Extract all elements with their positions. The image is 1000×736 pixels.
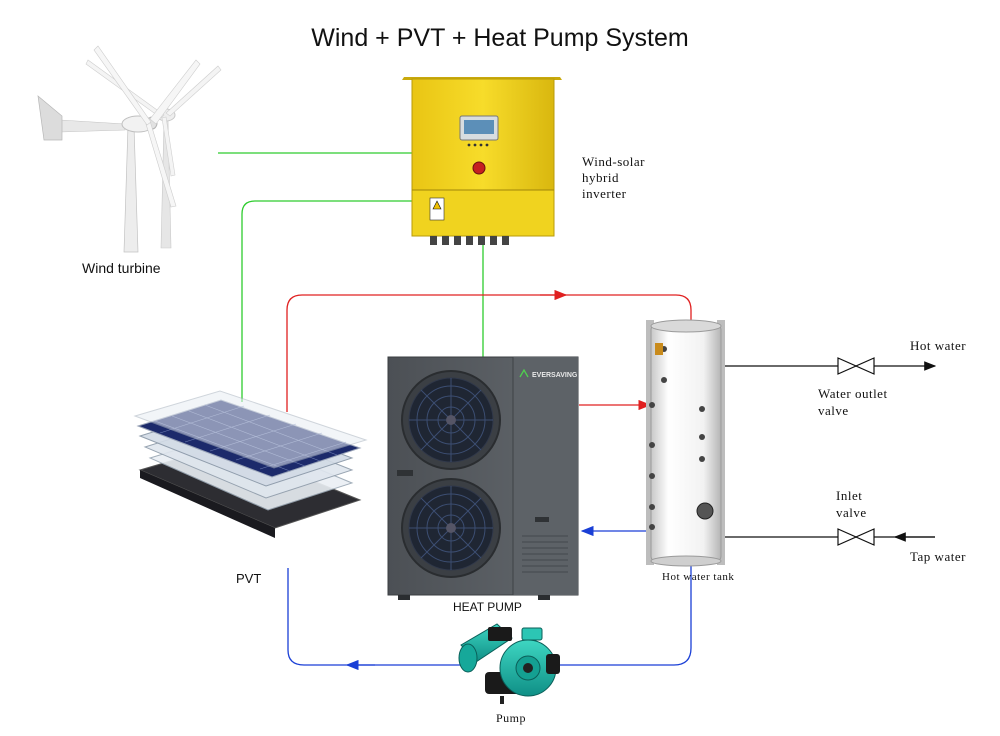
heat-pump-icon — [387, 356, 579, 600]
inverter-label: Wind-solar hybrid inverter — [582, 154, 645, 201]
water-outlet-valve-label: Water outlet valve — [818, 386, 888, 418]
tap-water-label: Tap water — [910, 549, 966, 564]
inlet-valve-icon — [837, 528, 875, 546]
heat-pump-label: HEAT PUMP — [453, 600, 522, 614]
cold-flow-tank-to-pump — [560, 563, 692, 666]
cold-flow-pump-to-pvt — [287, 568, 460, 666]
hot-water-tank-icon — [646, 319, 725, 567]
hot-water-label: Hot water — [910, 338, 967, 353]
water-pump-icon — [458, 623, 560, 704]
wind-turbine-icon — [37, 45, 222, 253]
hot-water-tank-label: Hot water tank — [662, 571, 735, 583]
water-outlet-valve-icon — [837, 357, 875, 375]
power-line-pvt-inverter — [241, 200, 412, 402]
hybrid-inverter-icon — [402, 77, 562, 245]
inlet-valve-label: Inlet valve — [836, 488, 867, 520]
wind-turbine-label: Wind turbine — [82, 260, 161, 276]
hot-flow-pvt-to-tank — [286, 294, 692, 412]
heat-pump-brand: EVERSAVING — [532, 372, 578, 379]
pump-label: Pump — [496, 711, 527, 725]
pvt-label: PVT — [236, 571, 262, 586]
pvt-panel-icon — [133, 390, 368, 538]
diagram-title: Wind + PVT + Heat Pump System — [311, 24, 689, 52]
